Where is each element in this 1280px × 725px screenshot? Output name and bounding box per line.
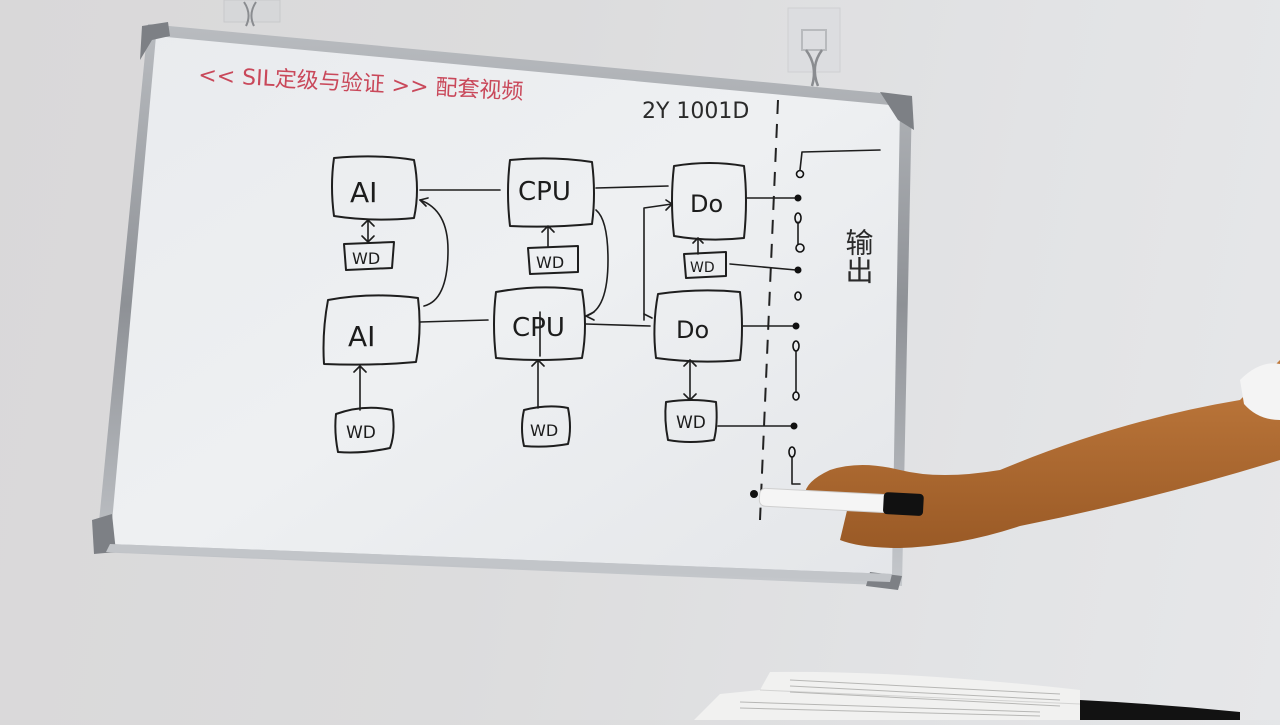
person-arm	[805, 360, 1280, 548]
svg-text:AI: AI	[348, 320, 375, 353]
watchdog-cpu-top: WD	[527, 225, 579, 275]
output-contacts	[717, 149, 881, 485]
output-label: 输出	[842, 228, 875, 284]
watchdog-ai-top: WD	[343, 219, 395, 271]
wall-hook-right	[787, 7, 841, 87]
svg-text:WD: WD	[352, 249, 380, 268]
svg-text:Do: Do	[690, 190, 723, 218]
watchdog-ai-bottom: WD	[334, 365, 395, 454]
svg-text:CPU: CPU	[512, 313, 565, 343]
svg-text:2Y 1001D: 2Y 1001D	[642, 99, 749, 124]
svg-text:WD: WD	[346, 423, 376, 443]
whiteboard	[92, 22, 914, 590]
whiteboard-marker[interactable]	[750, 487, 924, 516]
wall-hook-left	[223, 0, 281, 27]
module-cpu-top: CPU	[507, 157, 595, 228]
diagram-connections	[419, 185, 673, 327]
module-ai-top: AI	[331, 155, 418, 221]
svg-text:WD: WD	[676, 413, 706, 433]
watchdog-cpu-bottom: WD	[521, 359, 571, 448]
module-cpu-bottom: CPU	[493, 286, 586, 361]
module-do-top: Do	[671, 162, 747, 241]
svg-text:WD: WD	[536, 253, 564, 272]
svg-text:Do: Do	[676, 316, 709, 344]
svg-text:WD: WD	[690, 260, 715, 276]
watchdog-do-bottom: WD	[664, 359, 718, 443]
watchdog-do-top: WD	[683, 237, 727, 279]
svg-text:CPU: CPU	[518, 177, 571, 207]
svg-text:WD: WD	[530, 421, 558, 440]
board-code: 2Y 1001D	[642, 99, 749, 124]
module-ai-bottom: AI	[322, 294, 421, 366]
svg-text:AI: AI	[350, 176, 377, 209]
open-book	[694, 671, 1240, 720]
module-do-bottom: Do	[653, 289, 743, 363]
svg-text:输出: 输出	[842, 228, 875, 284]
